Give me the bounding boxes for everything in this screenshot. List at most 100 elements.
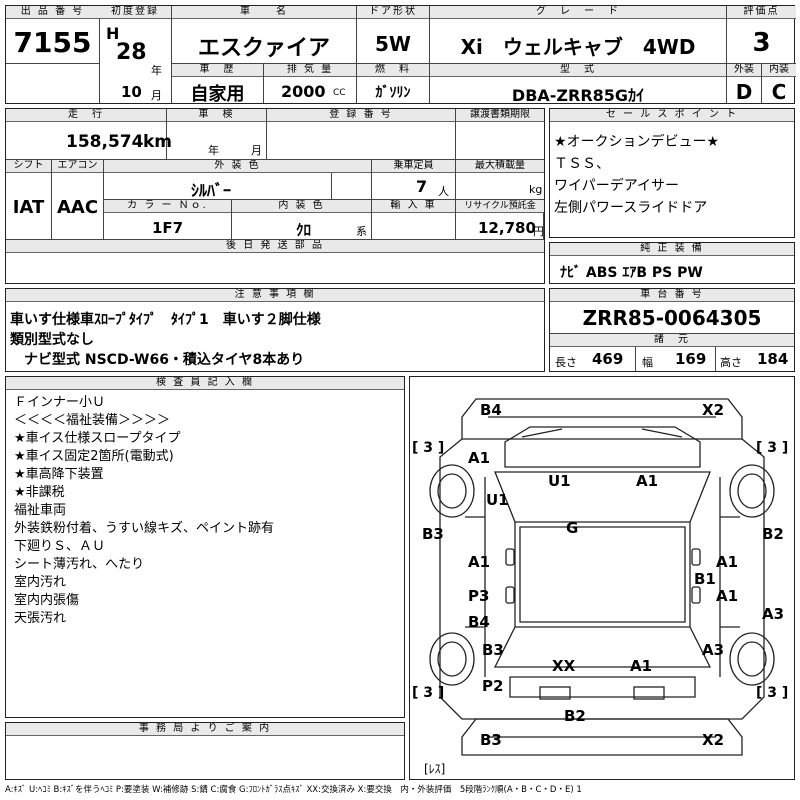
height-label: 高さ [720,356,742,369]
tire-tread: [ 3 ] [756,685,789,701]
office-label: 事 務 局 よ り ご 案 内 [6,723,404,736]
transfer-label: 譲渡書類期限 [456,109,544,122]
name-label: 車 名 [172,6,356,19]
fuel-label: 燃 料 [357,64,429,77]
note-line: ナビ型式 NSCD-W66・積込タイヤ8本あり [10,352,305,368]
lot-number: 7155 [13,26,92,59]
reg-year: 28 [116,40,147,65]
color-value: ｼﾙﾊﾞｰ [191,181,232,200]
regno-label: 登 録 番 号 [267,109,455,122]
damage-mark: P2 [482,677,504,695]
sales-points: セ ー ル ス ポ イ ン ト ★オークションデビュー★ ＴＳＳ、 ワイパーデア… [549,108,795,238]
damage-mark: A1 [716,553,739,571]
disp-unit: CC [333,88,346,98]
reg-month-unit: 月 [151,89,162,102]
damage-mark: A1 [468,449,491,467]
damage-mark: A1 [716,587,739,605]
reg-year-unit: 年 [151,64,162,77]
damage-mark: B4 [468,613,490,631]
equip-label: 純 正 装 備 [550,243,794,256]
width-value: 169 [675,350,707,368]
shift-label: シフト [6,160,51,173]
inspector-line: ★車高降下装置 [14,467,104,482]
equip-value: ﾅﾋﾞ ABS ｴｱB PS PW [560,265,703,281]
disp-value: 2000 [281,82,326,101]
sales-line: 左側パワースライドドア [554,200,708,216]
sales-label: セ ー ル ス ポ イ ン ト [550,109,794,122]
damage-mark: A1 [630,657,653,675]
inspector-line: ＜＜＜＜福祉装備＞＞＞＞ [14,413,171,428]
mileage-unit: km [143,132,173,152]
recycle-unit: 円 [533,225,544,238]
spare-tire: [ﾚｽ] [424,762,446,776]
reg-month: 10 [121,83,142,101]
ext-label: 外装 [727,64,761,77]
damage-mark: B3 [422,525,444,543]
mileage-value: 158,574 [66,132,144,152]
reg-era: H [106,24,120,43]
history-value: 自家用 [190,84,245,105]
damage-mark: A1 [468,553,491,571]
grade-label: グ レ ー ド [430,6,726,19]
damage-mark: B4 [480,401,502,419]
ac-label: エアコン [52,160,103,173]
fuel-value: ｶﾞｿﾘﾝ [375,85,411,101]
chassis-label: 車 台 番 号 [550,289,794,302]
tire-tread: [ 3 ] [412,440,445,456]
interior-label: 内 装 色 [232,200,371,213]
reg-label: 初度登録 [99,6,171,19]
tire-tread: [ 3 ] [412,685,445,701]
interior-value: ｸﾛ [296,221,312,239]
inspector-section: 検 査 員 記 入 欄 Ｆインナー小Ｕ ＜＜＜＜福祉装備＞＞＞＞ ★車イス仕様ス… [5,376,405,718]
notes-label: 注 意 事 項 欄 [6,289,544,302]
damage-mark: XX [552,657,576,675]
top-section: 出 品 番 号 7155 初度登録 H 28 年 10 月 車 名 エスクァイア… [5,5,796,105]
model-value: DBA-ZRR85Gｶｲ [511,86,645,105]
ac-value: AAC [56,197,99,218]
int-label: 内装 [762,64,796,77]
chassis-section: 車 台 番 号 ZRR85-0064305 諸 元 長さ 469 幅 169 高… [549,288,795,372]
score-value: 3 [752,28,771,58]
damage-mark: A3 [762,605,785,623]
notes-section: 注 意 事 項 欄 車いす仕様車ｽﾛｰﾌﾟﾀｲﾌﾟ ﾀｲﾌﾟ1 車いす２脚仕様 … [5,288,545,372]
sales-line: ★オークションデビュー★ [554,134,720,150]
sales-line: ＴＳＳ、 [554,156,610,172]
shift-value: IAT [12,197,45,218]
legend: A:ｷｽﾞ U:ﾍｺﾐ B:ｷｽﾞを伴うﾍｺﾐ P:要塗装 W:補修跡 S:錆 … [5,785,582,795]
inspector-line: 外装鉄粉付着、うすい線キズ、ペイント跡有 [14,521,275,536]
score-label: 評価点 [727,6,796,19]
width-label: 幅 [642,356,653,369]
damage-mark: B3 [480,731,502,749]
damage-mark: B3 [482,641,504,659]
damage-mark: X2 [702,401,725,419]
inspector-line: Ｆインナー小Ｕ [14,395,106,410]
lot-label: 出 品 番 号 [6,6,99,19]
ext-value: D [735,80,753,104]
damage-mark: U1 [486,491,509,509]
inspector-label: 検 査 員 記 入 欄 [6,377,404,390]
import-label: 輸 入 車 [372,200,455,213]
load-label: 最大積載量 [456,160,544,173]
damage-mark: B2 [762,525,784,543]
tire-tread: [ 3 ] [756,440,789,456]
interior-unit: 系 [356,225,367,238]
colorno-label: カ ラ ー Ｎｏ. [104,200,231,213]
inspector-line: 福祉車両 [14,503,67,518]
color-label: 外 装 色 [104,160,371,173]
inspection-year-unit: 年 [208,144,219,157]
history-label: 車 歴 [172,64,263,77]
length-value: 469 [592,350,624,368]
chassis-number: ZRR85-0064305 [582,306,762,330]
mileage-label: 走 行 [6,109,166,122]
door-type: 5W [375,32,411,56]
inspector-line: 天張汚れ [14,611,67,626]
note-line: 類別型式なし [10,332,94,348]
inspection-month-unit: 月 [251,144,262,157]
car-name: エスクァイア [197,36,330,61]
model-label: 型 式 [430,64,726,77]
damage-mark: B2 [564,707,586,725]
capacity-value: 7 [416,177,428,196]
int-value: C [771,80,787,104]
recycle-value: 12,780 [478,219,536,237]
recycle-label: リサイクル預託金 [456,200,544,213]
